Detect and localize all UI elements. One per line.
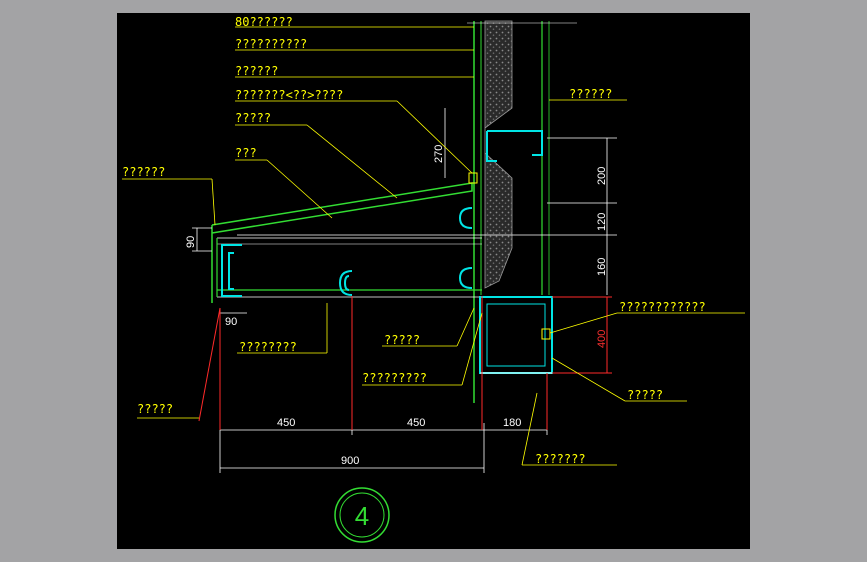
label-10: ????? [384,333,420,347]
red-lines [198,296,612,430]
label-1: 80?????? [235,15,293,29]
leader-lines [122,26,745,466]
dim-160: 160 [596,258,608,276]
insulation-fill [484,20,513,289]
label-14: ????? [627,388,663,402]
fastener-top [468,172,478,184]
bolt-marker [541,328,551,340]
c-channels [221,207,473,297]
label-4: ???????<??>???? [235,88,343,102]
label-9: ???????? [239,340,297,354]
box-beam [479,296,553,374]
label-3: ?????? [235,64,278,78]
dim-200: 200 [596,167,608,185]
dim-120: 120 [596,213,608,231]
c-channel-middle [338,270,353,296]
wall-section [467,20,577,403]
label-2: ?????????? [235,37,307,51]
dim-90-horizontal: 90 [225,316,237,328]
callout-labels: 80?????? ?????????? ?????? ???????<??>??… [122,15,706,466]
dimension-texts: 270 200 120 160 90 90 400 450 450 180 90… [185,145,608,467]
label-12: ????? [137,402,173,416]
c-channel-lower [458,267,473,289]
label-7: ?????? [122,165,165,179]
dim-180: 180 [503,417,521,429]
label-8: ?????? [569,87,612,101]
dim-900: 900 [341,455,359,467]
label-5: ????? [235,111,271,125]
dim-270: 270 [433,145,445,163]
z-profile-top [486,130,543,162]
label-13: ???????????? [619,300,706,314]
dim-450-right: 450 [407,417,425,429]
gutter-body [216,237,482,298]
dim-90-vertical: 90 [185,236,197,248]
c-channel-left [221,244,242,297]
label-6: ??? [235,146,257,160]
dimension-lines [192,108,617,473]
cad-drawing-canvas: 80?????? ?????????? ?????? ???????<??>??… [117,13,750,549]
dim-400: 400 [596,330,608,348]
sloped-flashing [211,172,478,303]
dim-450-left: 450 [277,417,295,429]
detail-number: 4 [355,501,369,531]
label-15: ??????? [535,452,586,466]
detail-marker: 4 [334,487,390,543]
section-detail-drawing: 80?????? ?????????? ?????? ???????<??>??… [122,15,745,543]
label-11: ????????? [362,371,427,385]
c-channel-upper [458,207,473,229]
